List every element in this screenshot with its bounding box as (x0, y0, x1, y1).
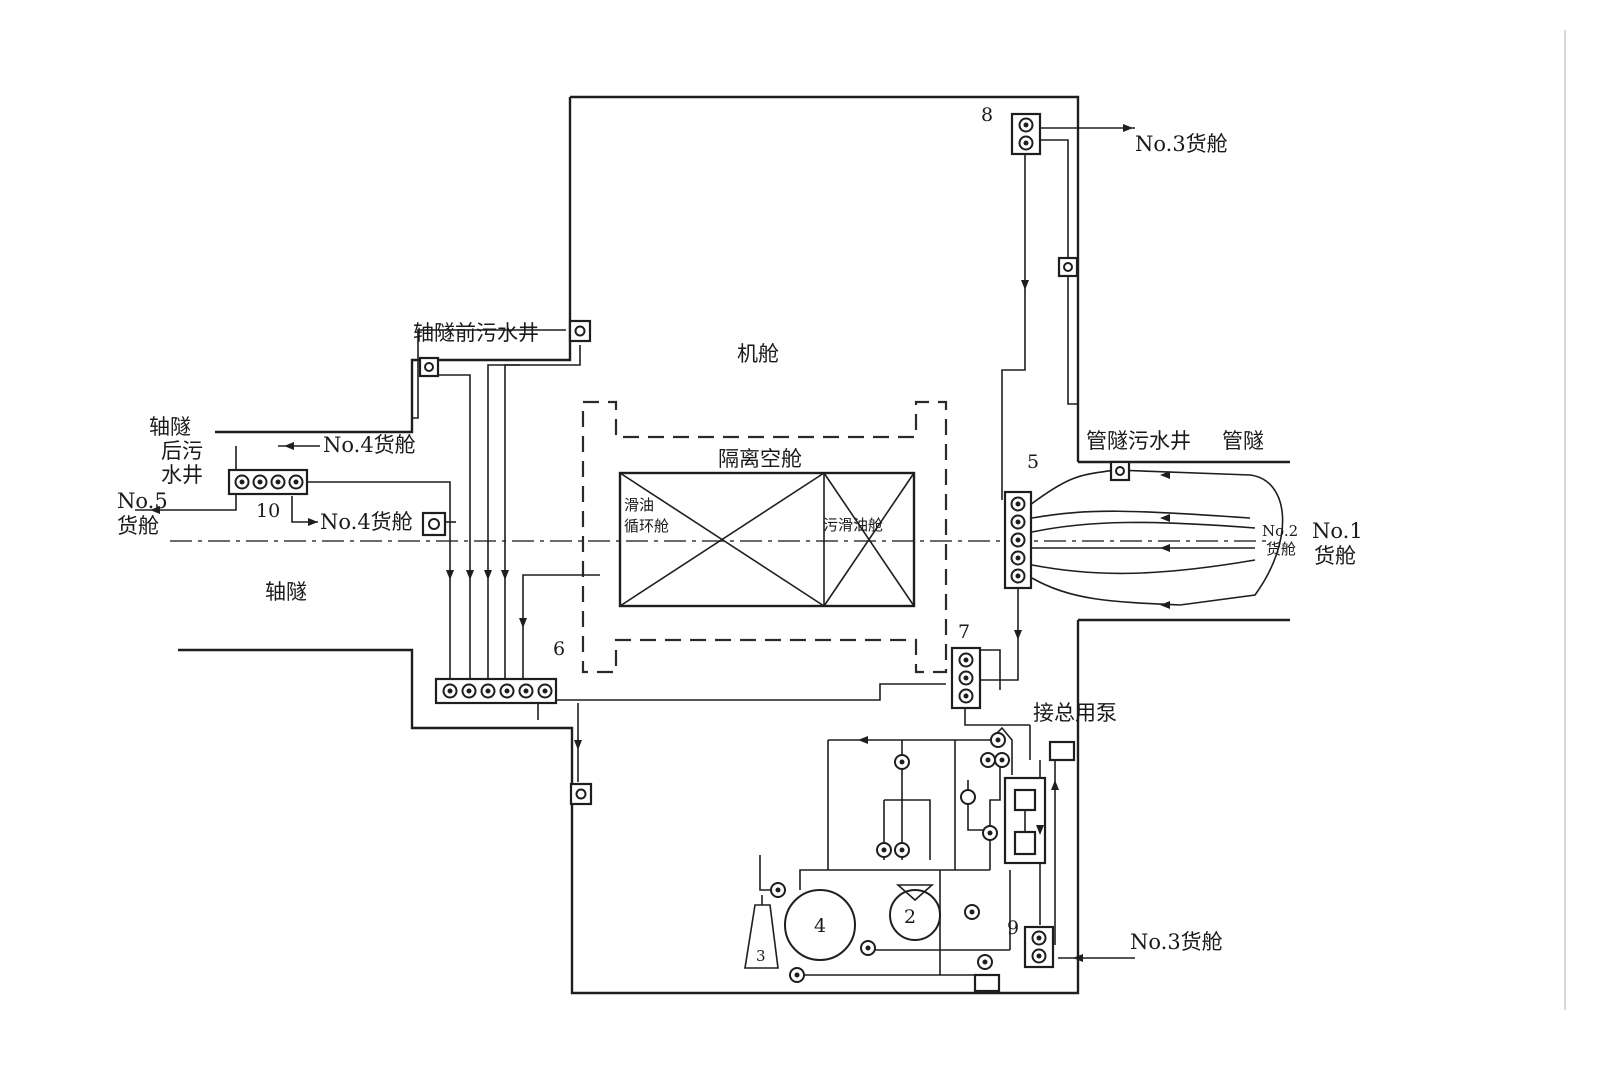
label-to-gs-pump: 接总用泵 (1033, 701, 1117, 725)
number-3: 3 (756, 947, 766, 965)
valve-manifold-8 (1010, 112, 1042, 156)
no5-line1: No.5 (117, 489, 168, 513)
number-10: 10 (256, 500, 280, 522)
aft-suction-box (569, 782, 593, 806)
label-cofferdam: 隔离空舱 (718, 447, 802, 471)
label-no2-hold: No.2 货舱 (1262, 522, 1303, 558)
label-aft-bilge-well: 轴隧 后污 水井 (149, 415, 210, 487)
pump-4 (784, 889, 856, 961)
label-shaft-tunnel: 轴隧 (265, 580, 307, 604)
no1-line1: No.1 (1312, 519, 1363, 543)
bilge-piping (135, 127, 1284, 976)
no1-line2: 货舱 (1314, 544, 1356, 568)
no5-line2: 货舱 (117, 514, 159, 538)
valve-manifold-6 (434, 677, 558, 705)
label-pipe-tunnel-well: 管隧污水井 (1086, 429, 1191, 453)
lube-and-sludge-tanks (618, 471, 916, 608)
engine-room-outline (178, 95, 1290, 995)
number-7: 7 (958, 621, 970, 643)
oily-water-separator (1003, 776, 1047, 865)
number-2: 2 (904, 906, 916, 928)
lube-circ-line1: 滑油 (624, 496, 654, 514)
flow-arrows (150, 124, 1170, 962)
no2-line1: No.2 (1262, 522, 1298, 540)
aft-well-line2: 后污 (161, 439, 203, 463)
pump-room-valves (770, 732, 1010, 993)
label-pipe-tunnel: 管隧 (1222, 429, 1264, 453)
bilge-suction-rose-top (1057, 256, 1079, 278)
label-no3-hold-bottom: No.3货舱 (1130, 930, 1223, 954)
aft-well-line3: 水井 (161, 463, 203, 487)
aft-well-line1: 轴隧 (149, 415, 191, 439)
valve-manifold-10 (227, 468, 309, 496)
number-6: 6 (553, 638, 565, 660)
number-4: 4 (814, 915, 826, 937)
label-sludge-tank: 污滑油舱 (823, 516, 883, 534)
cofferdam-outline (581, 400, 948, 674)
gs-pump-connection-box (1048, 740, 1076, 762)
label-no4-hold-b: No.4货舱 (320, 510, 413, 534)
valve-manifold-9 (1023, 925, 1055, 969)
no4-hold-suction-box (421, 511, 447, 537)
label-no5-hold: No.5 货舱 (117, 489, 174, 538)
number-9: 9 (1007, 917, 1019, 939)
label-engine-room: 机舱 (737, 342, 779, 366)
no2-line2: 货舱 (1266, 540, 1296, 558)
label-no4-hold-a: No.4货舱 (323, 433, 416, 457)
label-lube-circ-tank: 滑油 循环舱 (624, 496, 669, 535)
number-5: 5 (1027, 451, 1039, 473)
label-fwd-bilge-well: 轴隧前污水井 (413, 321, 539, 345)
valve-manifold-5 (1003, 490, 1033, 590)
fwd-bilge-well-box (418, 319, 592, 378)
pump-2 (889, 884, 941, 941)
label-no1-hold: No.1 货舱 (1312, 519, 1369, 568)
pump-3 (744, 895, 779, 969)
label-no3-hold-top: No.3货舱 (1135, 132, 1228, 156)
lube-circ-line2: 循环舱 (624, 517, 669, 535)
number-8: 8 (981, 104, 993, 126)
pipe-tunnel-bilge-well-box (1109, 460, 1131, 482)
valve-manifold-7 (950, 646, 982, 710)
